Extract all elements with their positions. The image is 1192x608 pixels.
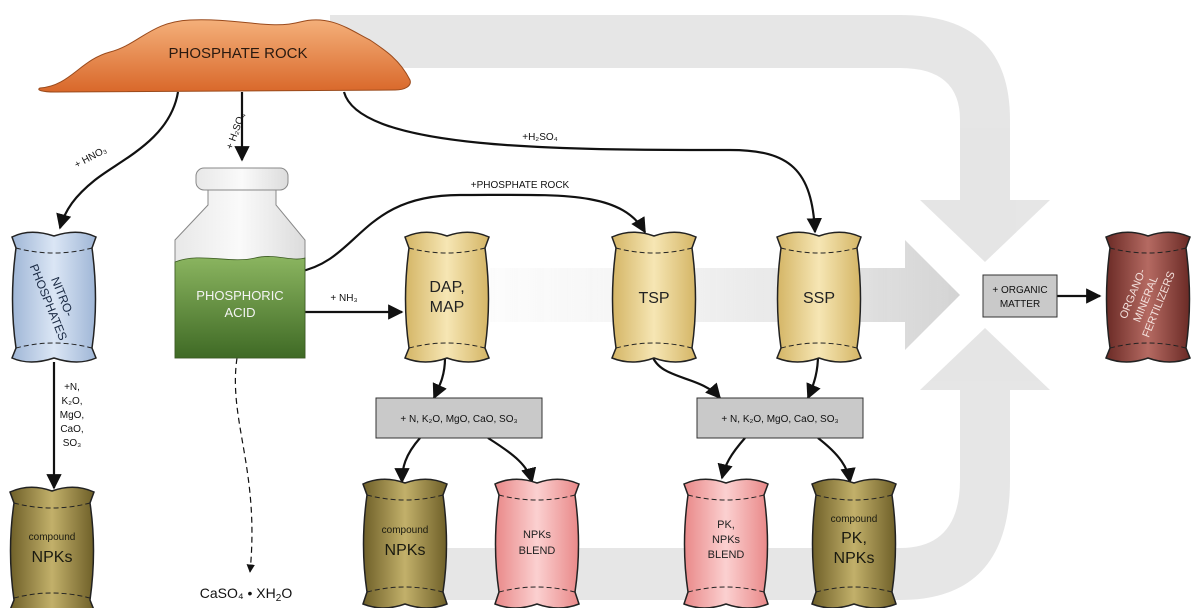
nutrients-line-5: SO₃ [63, 438, 82, 449]
additives-left-label: + N, K₂O, MgO, CaO, SO₃ [400, 414, 517, 425]
nutrients-line-4: CaO, [60, 424, 83, 435]
arrow-acid-to-tsp [297, 193, 646, 274]
bag-nitrophosphates: NITRO- PHOSPHATES [11, 231, 97, 363]
dap-map-line-2: MAP [430, 299, 465, 316]
bag-tsp: TSP [611, 231, 697, 363]
nutrients-line-3: MgO, [60, 410, 84, 421]
compound-pk-npks-big-2: NPKs [834, 550, 875, 567]
bag-compound-npks-left: compound NPKs [9, 486, 95, 608]
byproduct-subscript: 2 [276, 593, 282, 604]
compound-npks-mid-small: compound [382, 525, 429, 536]
npks-blend-line-2: BLEND [519, 545, 556, 557]
pk-npks-blend-line-1: PK, [717, 519, 735, 531]
bag-ssp: SSP [776, 231, 862, 363]
byproduct-gypsum: CaSO₄ • XH2O [200, 585, 293, 604]
bag-compound-npks-mid: compound NPKs [362, 478, 448, 608]
compound-pk-npks-small: compound [831, 514, 878, 525]
connectors [46, 91, 1102, 573]
nutrients-line-2: K₂O, [61, 396, 82, 407]
compound-npks-left-small: compound [29, 532, 76, 543]
arrow-box-to-npks-blend [487, 437, 537, 484]
nutrients-label-stack: +N, K₂O, MgO, CaO, SO₃ [60, 382, 84, 449]
byproduct-suffix: O [281, 585, 292, 601]
reagent-h2so4-ssp: +H₂SO₄ [522, 132, 557, 143]
arrow-box-to-compound-pk [817, 437, 856, 484]
phosphate-rock-label: PHOSPHATE ROCK [169, 45, 308, 62]
organic-matter-line-2: MATTER [1000, 299, 1040, 310]
arrow-acid-to-gypsum [234, 357, 255, 573]
pk-npks-blend-line-2: NPKs [712, 534, 741, 546]
arrow-box-to-compound-mid [394, 437, 421, 484]
tsp-label: TSP [638, 290, 669, 307]
arrow-rock-to-nitrophosphates [56, 91, 180, 230]
phosphate-rock-node: PHOSPHATE ROCK [38, 19, 411, 93]
bag-compound-pk-npks: compound PK, NPKs [811, 478, 897, 608]
bag-organo-mineral: ORGANO- MINERAL FERTILIZERS [1105, 231, 1191, 363]
compound-npks-mid-big: NPKs [385, 542, 426, 559]
arrow-box-to-pk-blend [717, 437, 746, 480]
byproduct-prefix: CaSO₄ • XH [200, 585, 276, 601]
npks-blend-line-1: NPKs [523, 529, 552, 541]
compound-pk-npks-big-1: PK, [841, 530, 867, 547]
acid-label-line-2: ACID [224, 305, 255, 320]
reagent-nh3: + NH₃ [330, 293, 357, 304]
additives-right-label: + N, K₂O, MgO, CaO, SO₃ [721, 414, 838, 425]
bag-pk-npks-blend: PK, NPKs BLEND [683, 478, 769, 608]
organic-matter-box: + ORGANIC MATTER [982, 274, 1058, 318]
additives-box-left: + N, K₂O, MgO, CaO, SO₃ [375, 397, 543, 439]
arrow-rock-to-ssp [342, 91, 823, 234]
bag-dap-map: DAP, MAP [404, 231, 490, 363]
dap-map-line-1: DAP, [429, 279, 464, 296]
organic-matter-line-1: + ORGANIC [992, 285, 1047, 296]
phosphoric-acid-bottle: PHOSPHORIC ACID [174, 167, 306, 359]
arrow-tsp-to-box [650, 354, 722, 400]
arrow-dap-to-box [432, 357, 447, 400]
reagent-phosphate-rock: +PHOSPHATE ROCK [471, 180, 570, 191]
reagent-h2so4-acid: + H₂SO₄ [224, 111, 247, 151]
compound-npks-left-big: NPKs [32, 549, 73, 566]
additives-box-right: + N, K₂O, MgO, CaO, SO₃ [696, 397, 864, 439]
nutrients-line-1: +N, [64, 382, 80, 393]
reagent-hno3: + HNO₃ [73, 145, 109, 171]
pk-npks-blend-line-3: BLEND [708, 549, 745, 561]
bag-npks-blend: NPKs BLEND [494, 478, 580, 608]
acid-label-line-1: PHOSPHORIC [196, 288, 283, 303]
ssp-label: SSP [803, 290, 835, 307]
